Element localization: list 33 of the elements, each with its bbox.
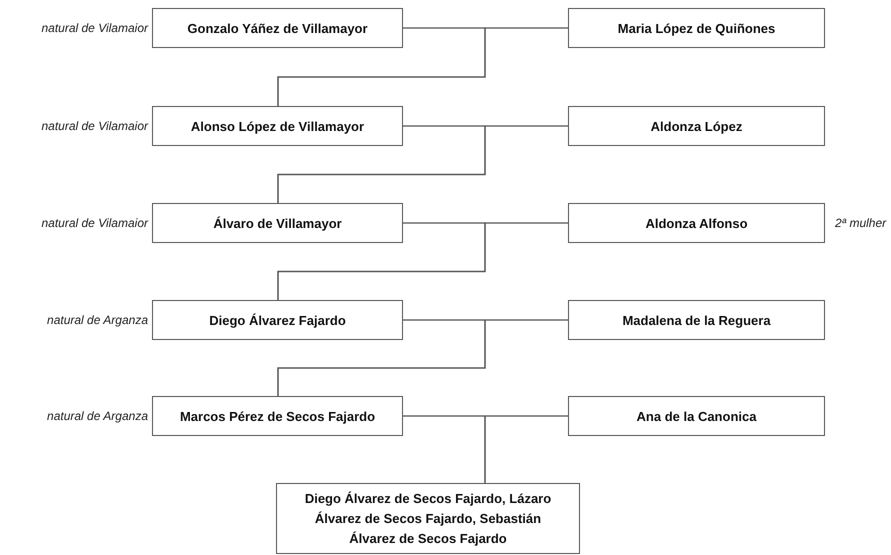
- note-text: 2ª mulher: [835, 215, 886, 231]
- person-name: Gonzalo Yáñez de Villamayor: [187, 20, 368, 38]
- person-box: [152, 300, 403, 340]
- person-box: [568, 300, 825, 340]
- note-text: natural de Arganza: [47, 312, 148, 328]
- person-name: Maria López de Quiñones: [618, 20, 776, 38]
- person-name: Diego Álvarez de Secos Fajardo, Lázaro Álvarez de Secos Fajardo, Sebastián Álvarez de Secos Fajardo: [304, 490, 552, 548]
- note-text: natural de Vilamaior: [41, 215, 148, 231]
- person-box: [152, 396, 403, 436]
- family-line: [277, 222, 568, 300]
- person-box: [152, 106, 403, 146]
- person-name: Madalena de la Reguera: [622, 312, 771, 330]
- family-line: [484, 415, 568, 483]
- note-text: natural de Vilamaior: [41, 20, 148, 36]
- note-text: natural de Vilamaior: [41, 118, 148, 134]
- person-box: [568, 396, 825, 436]
- person-name: Diego Álvarez Fajardo: [209, 312, 346, 330]
- person-name: Aldonza Alfonso: [645, 214, 748, 232]
- note-text: natural de Arganza: [47, 408, 148, 424]
- person-box: [276, 483, 580, 554]
- person-name: Ana de la Canonica: [636, 408, 756, 426]
- person-box: [568, 8, 825, 48]
- person-name: Marcos Pérez de Secos Fajardo: [180, 408, 376, 426]
- person-box: [568, 203, 825, 243]
- person-box: [568, 106, 825, 146]
- person-name: Alonso López de Villamayor: [190, 118, 364, 136]
- family-line: [277, 27, 568, 106]
- person-name: Álvaro de Villamayor: [213, 214, 342, 232]
- family-line: [277, 125, 568, 203]
- person-box: [152, 8, 403, 48]
- person-box: [152, 203, 403, 243]
- family-line: [277, 319, 568, 396]
- person-name: Aldonza López: [650, 118, 742, 136]
